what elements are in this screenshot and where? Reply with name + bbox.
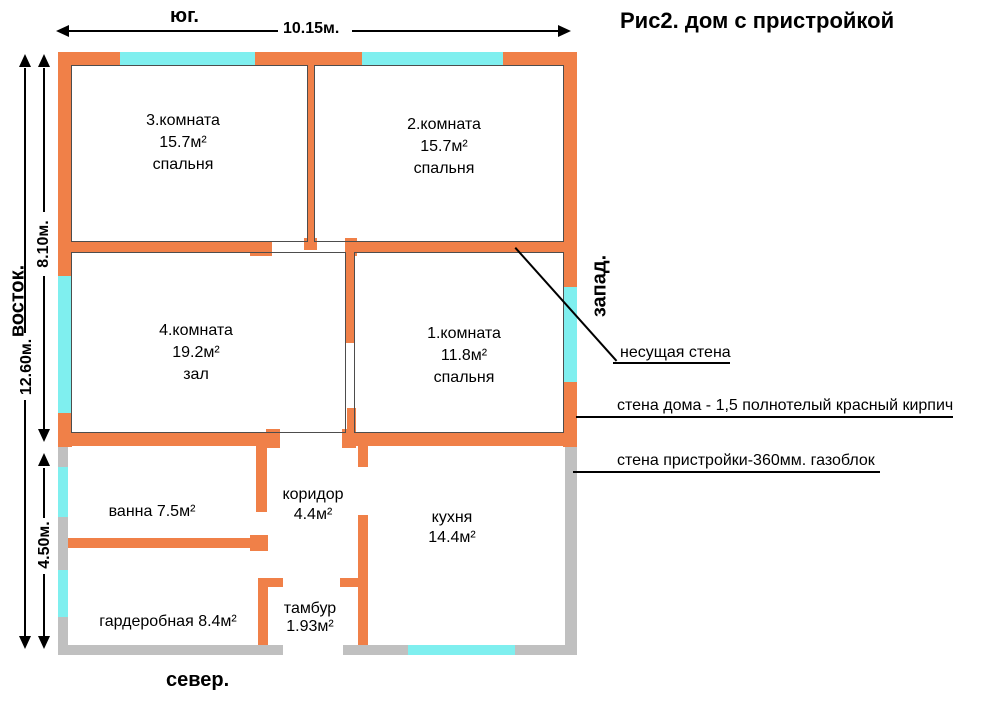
dim-line-4-50-upper	[43, 468, 45, 518]
room4-outline	[71, 252, 346, 433]
bath-wardrobe-divider-cap	[250, 535, 268, 551]
dim-line-top-right	[352, 30, 567, 32]
dim-line-12-60-upper	[24, 68, 26, 333]
house-right-wall-segment	[563, 382, 577, 447]
room2-type: спальня	[413, 160, 475, 177]
compass-south-label: юг.	[170, 5, 199, 27]
vestibule-area: 1.93м²	[286, 618, 334, 635]
window-room2-top	[362, 52, 503, 66]
vestibule-left-wall	[258, 578, 268, 647]
house-top-wall-segment	[255, 52, 362, 66]
kitchen-area: 14.4м²	[428, 529, 476, 546]
dim-arrow-12-60-top	[19, 54, 31, 67]
house-bottom-wall-left-cap	[266, 429, 280, 448]
interior-wall-mid-right	[357, 241, 563, 253]
room4-label: 4.комната 19.2м² зал	[159, 320, 233, 386]
room3-type: спальня	[152, 156, 214, 173]
annex-left-wall-segment	[58, 617, 68, 655]
vestibule-label: тамбур 1.93м²	[284, 600, 336, 636]
annex-right-wall	[565, 447, 577, 645]
compass-west-label: запад.	[588, 254, 611, 318]
dim-line-4-50-lower	[43, 574, 45, 636]
leader-line-house-wall	[576, 416, 953, 418]
annex-left-wall-segment	[58, 517, 68, 570]
room4-name: 4.комната	[159, 322, 233, 339]
dim-arrow-top-right	[558, 25, 571, 37]
vestibule-name: тамбур	[283, 600, 337, 617]
room1-left-wall	[345, 253, 355, 343]
dim-arrow-top-left	[56, 25, 69, 37]
house-bottom-wall-right-cap	[342, 429, 356, 448]
corridor-right-wall-upper	[358, 446, 368, 467]
interior-wall-mid-left	[72, 241, 250, 253]
window-kitchen-bottom	[408, 645, 515, 655]
corridor-left-wall	[256, 446, 267, 512]
dim-line-8-10-upper	[43, 68, 45, 212]
room4-type: зал	[183, 366, 209, 383]
dim-arrow-8-10-bottom	[38, 429, 50, 442]
room3-outline	[71, 65, 308, 242]
vestibule-right-wall	[358, 515, 368, 647]
window-room4-left	[58, 276, 72, 413]
room4-area: 19.2м²	[172, 344, 220, 361]
dim-line-12-60-lower	[24, 400, 26, 638]
leader-line-annex-wall	[573, 471, 880, 473]
room2-name: 2.комната	[407, 116, 481, 133]
room3-label: 3.комната 15.7м² спальня	[146, 110, 220, 176]
kitchen-label: кухня 14.4м²	[428, 508, 475, 548]
compass-north-label: север.	[166, 669, 230, 691]
house-bottom-wall-right	[356, 432, 577, 446]
compass-east-label: восток.	[6, 264, 29, 338]
window-bath-left	[58, 467, 68, 517]
room2-label: 2.комната 15.7м² спальня	[407, 114, 481, 180]
annex-bottom-wall-segment	[515, 645, 577, 655]
figure-title: Рис2. дом с пристройкой	[620, 8, 895, 33]
dim-line-8-10-lower	[43, 276, 45, 430]
room1-outline	[354, 252, 564, 433]
vestibule-left-stub	[268, 578, 283, 587]
room1-left-wall-stub	[347, 408, 356, 432]
window-room3-top	[120, 52, 255, 66]
house-top-wall-segment	[58, 52, 120, 66]
kitchen-name: кухня	[431, 509, 473, 526]
dim-arrow-12-60-bottom	[19, 636, 31, 649]
dim-label-annex-height: 4.50м.	[36, 521, 53, 569]
house-right-wall-segment	[563, 52, 577, 287]
corridor-label: коридор 4.4м²	[282, 485, 343, 525]
interior-wall-center-vertical	[307, 66, 315, 240]
wardrobe-label: гардеробная 8.4м²	[99, 613, 237, 630]
dim-label-top-width: 10.15м.	[283, 20, 340, 37]
bath-label: ванна 7.5м²	[108, 503, 196, 520]
bath-wardrobe-divider-wall	[68, 538, 250, 548]
window-wardrobe-left	[58, 570, 68, 617]
room1-type: спальня	[433, 369, 495, 386]
dim-line-top-left	[62, 30, 278, 32]
room1-label: 1.комната 11.8м² спальня	[427, 323, 501, 389]
house-bottom-wall-left	[58, 432, 266, 446]
annotation-annex-wall: стена пристройки-360мм. газоблок	[617, 452, 875, 469]
house-left-wall-segment	[58, 52, 72, 276]
room2-outline	[314, 65, 564, 242]
dim-arrow-4-50-top	[38, 453, 50, 466]
corridor-name: коридор	[282, 486, 344, 503]
dim-arrow-4-50-bottom	[38, 636, 50, 649]
room1-name: 1.комната	[427, 325, 501, 342]
dim-label-total-height: 12.60м.	[18, 338, 35, 396]
room2-area: 15.7м²	[420, 138, 468, 155]
room3-area: 15.7м²	[159, 134, 207, 151]
dim-arrow-8-10-top	[38, 54, 50, 67]
corridor-area: 4.4м²	[293, 506, 333, 523]
room3-name: 3.комната	[146, 112, 220, 129]
house-top-wall-segment	[503, 52, 577, 66]
underline-load-bearing	[613, 362, 730, 364]
dim-label-house-height: 8.10м.	[35, 220, 52, 268]
vestibule-right-stub	[340, 578, 358, 587]
room1-area: 11.8м²	[440, 347, 488, 364]
annotation-load-bearing-wall: несущая стена	[620, 344, 731, 361]
interior-wall-mid-right-cap	[345, 238, 357, 256]
annex-left-wall-segment	[58, 447, 68, 467]
annex-bottom-wall-segment	[343, 645, 408, 655]
annotation-house-wall: стена дома - 1,5 полнотелый красный кирп…	[617, 397, 954, 414]
annex-bottom-wall-segment	[58, 645, 283, 655]
